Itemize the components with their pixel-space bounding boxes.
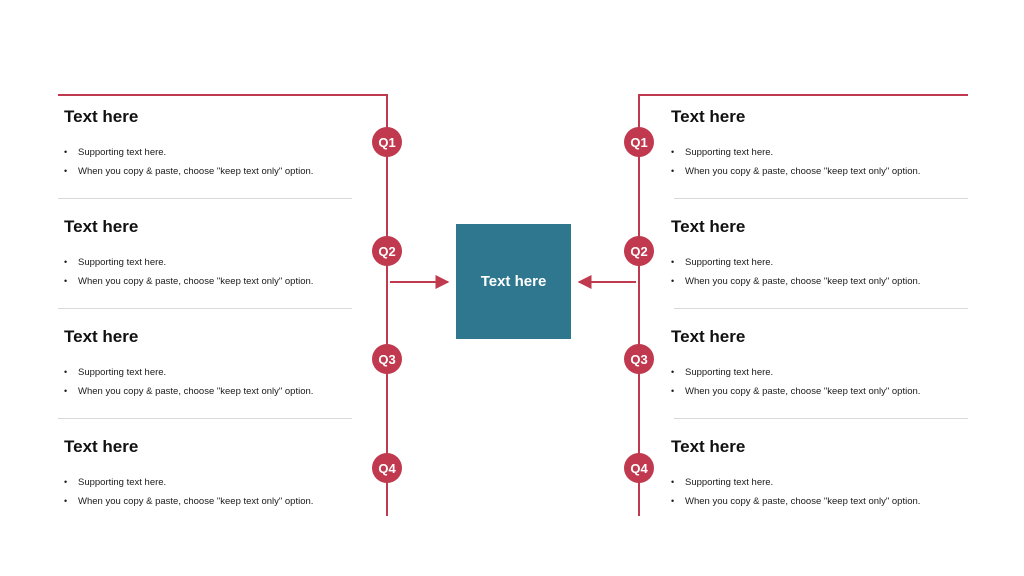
bullet-list: Supporting text here.When you copy & pas… — [64, 143, 313, 181]
block-title: Text here — [671, 437, 746, 456]
row-divider — [58, 198, 352, 199]
center-box: Text here — [456, 224, 571, 339]
left-quarter-badge: Q4 — [372, 453, 402, 483]
bullet-list: Supporting text here.When you copy & pas… — [671, 473, 920, 511]
block-title: Text here — [64, 107, 139, 126]
quarter-badge-label: Q1 — [378, 134, 396, 150]
right-quarter-badge: Q4 — [624, 453, 654, 483]
right-block-3: Text hereSupporting text here.When you c… — [671, 327, 920, 401]
block-title: Text here — [671, 107, 746, 126]
quarter-badge-label: Q4 — [630, 460, 648, 476]
block-title: Text here — [671, 217, 746, 236]
left-block-3: Text hereSupporting text here.When you c… — [64, 327, 313, 401]
block-title: Text here — [64, 327, 139, 346]
bullet-item: When you copy & paste, choose "keep text… — [64, 492, 313, 511]
right-quarter-badge: Q1 — [624, 127, 654, 157]
bullet-item: Supporting text here. — [671, 143, 920, 162]
bullet-item: When you copy & paste, choose "keep text… — [671, 492, 920, 511]
bullet-item: Supporting text here. — [64, 253, 313, 272]
bullet-item: When you copy & paste, choose "keep text… — [671, 382, 920, 401]
bullet-list: Supporting text here.When you copy & pas… — [671, 253, 920, 291]
quarter-badge-label: Q4 — [378, 460, 396, 476]
row-divider — [674, 198, 968, 199]
quarter-badge-label: Q3 — [630, 351, 648, 367]
left-quarter-badge: Q1 — [372, 127, 402, 157]
row-divider — [674, 308, 968, 309]
left-block-4: Text hereSupporting text here.When you c… — [64, 437, 313, 511]
bullet-item: When you copy & paste, choose "keep text… — [64, 272, 313, 291]
left-block-1: Text hereSupporting text here.When you c… — [64, 107, 313, 181]
block-title: Text here — [64, 437, 139, 456]
bullet-item: When you copy & paste, choose "keep text… — [64, 382, 313, 401]
bullet-item: Supporting text here. — [671, 473, 920, 492]
bullet-list: Supporting text here.When you copy & pas… — [64, 473, 313, 511]
row-divider — [58, 308, 352, 309]
quarter-badge-label: Q2 — [630, 243, 648, 259]
row-divider — [674, 418, 968, 419]
block-title: Text here — [64, 217, 139, 236]
bullet-item: When you copy & paste, choose "keep text… — [64, 162, 313, 181]
left-quarter-badge: Q3 — [372, 344, 402, 374]
bullet-list: Supporting text here.When you copy & pas… — [64, 253, 313, 291]
bullet-list: Supporting text here.When you copy & pas… — [671, 363, 920, 401]
bullet-list: Supporting text here.When you copy & pas… — [671, 143, 920, 181]
bullet-item: When you copy & paste, choose "keep text… — [671, 272, 920, 291]
left-block-2: Text hereSupporting text here.When you c… — [64, 217, 313, 291]
right-quarter-badge: Q2 — [624, 236, 654, 266]
bullet-item: When you copy & paste, choose "keep text… — [671, 162, 920, 181]
right-timeline-line — [638, 94, 968, 516]
right-block-4: Text hereSupporting text here.When you c… — [671, 437, 920, 511]
left-quarter-badge: Q2 — [372, 236, 402, 266]
bullet-item: Supporting text here. — [671, 253, 920, 272]
left-timeline-line — [58, 94, 388, 516]
right-block-1: Text hereSupporting text here.When you c… — [671, 107, 920, 181]
bullet-list: Supporting text here.When you copy & pas… — [64, 363, 313, 401]
quarter-badge-label: Q2 — [378, 243, 396, 259]
quarter-badge-label: Q3 — [378, 351, 396, 367]
bullet-item: Supporting text here. — [671, 363, 920, 382]
quarter-badge-label: Q1 — [630, 134, 648, 150]
row-divider — [58, 418, 352, 419]
right-block-2: Text hereSupporting text here.When you c… — [671, 217, 920, 291]
center-box-label: Text here — [480, 273, 547, 290]
right-quarter-badge: Q3 — [624, 344, 654, 374]
bullet-item: Supporting text here. — [64, 363, 313, 382]
bullet-item: Supporting text here. — [64, 143, 313, 162]
block-title: Text here — [671, 327, 746, 346]
bullet-item: Supporting text here. — [64, 473, 313, 492]
